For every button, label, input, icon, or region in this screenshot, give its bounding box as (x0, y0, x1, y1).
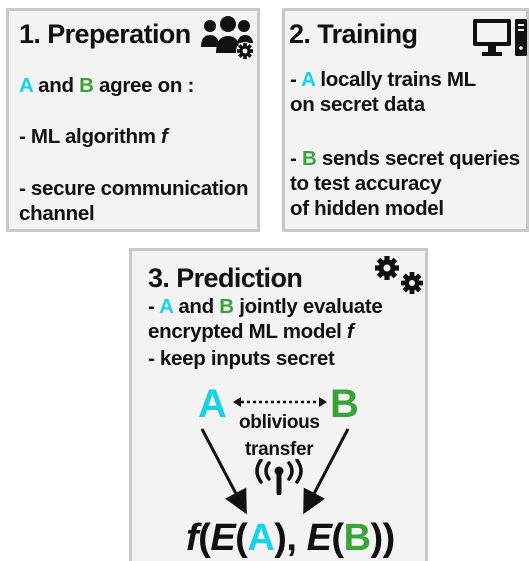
training-line4: to test accuracy (290, 172, 442, 195)
ml-algorithm-text: - ML algorithm (19, 125, 156, 148)
party-a-label: A (301, 68, 315, 91)
panel-title: 1. Preperation (19, 19, 191, 49)
ml-algorithm-item: - ML algorithm f (19, 125, 168, 148)
training-line5: of hidden model (290, 197, 444, 220)
panel-training: 2. Training - A locally trains ML on sec… (282, 8, 529, 232)
gears-icon (375, 256, 423, 294)
encryption-e: E (210, 517, 236, 559)
training-text: locally trains ML (320, 68, 476, 91)
dash: - (290, 68, 297, 91)
paren: ( (198, 517, 211, 559)
protocol-arrows (200, 397, 350, 515)
training-line1: - A locally trains ML (290, 68, 476, 91)
panel-prediction: 3. Prediction - A and B jointly evaluate… (129, 248, 428, 561)
paren-close: )) (370, 517, 396, 559)
desktop-computer-icon (473, 19, 527, 56)
secure-channel-line1: - secure communication (19, 177, 249, 200)
agree-and: and (38, 74, 74, 97)
party-b-label: B (301, 147, 317, 170)
panel-title: 3. Prediction (148, 263, 303, 293)
encryption-e: E (306, 517, 332, 559)
encrypted-evaluation-formula: f(E(A), E(B)) (186, 519, 395, 557)
secure-channel-line2: channel (19, 202, 95, 225)
training-line3: - B sends secret queries (290, 147, 520, 170)
paren: ( (331, 517, 344, 559)
party-b-label: B (79, 74, 94, 97)
paren: ( (235, 517, 248, 559)
party-b-label: B (219, 295, 234, 318)
panel-preparation: 1. Preperation A and B agree on : - ML a… (6, 8, 260, 232)
agree-rest: agree on : (99, 74, 194, 97)
dash: - (290, 147, 297, 170)
transfer-text: transfer (245, 439, 314, 460)
function-f: f (346, 320, 354, 343)
party-a-label: A (159, 295, 173, 318)
function-f: f (161, 125, 168, 148)
prediction-line1: - A and B jointly evaluate (148, 295, 383, 318)
party-b-node: B (330, 382, 359, 426)
and-text: and (178, 295, 214, 318)
agree-line: A and B agree on : (19, 74, 194, 97)
prediction-line2: encrypted ML model f (148, 320, 354, 343)
party-a-label: A (19, 74, 33, 97)
queries-text: sends secret queries (321, 147, 520, 170)
oblivious-text: oblivious (239, 412, 320, 433)
party-b-input: B (343, 517, 371, 559)
users-gear-icon (201, 16, 254, 60)
training-line2: on secret data (290, 93, 425, 116)
prediction-line3: - keep inputs secret (148, 347, 335, 370)
function-f: f (186, 517, 199, 559)
panel-title: 2. Training (289, 19, 418, 49)
dash: - (148, 295, 155, 318)
party-a-input: A (247, 517, 275, 559)
party-a-node: A (198, 382, 227, 426)
model-text: encrypted ML model (148, 320, 342, 343)
broadcast-antenna-icon (255, 459, 303, 495)
evaluate-text: jointly evaluate (239, 295, 383, 318)
paren-comma: ), (274, 517, 297, 559)
